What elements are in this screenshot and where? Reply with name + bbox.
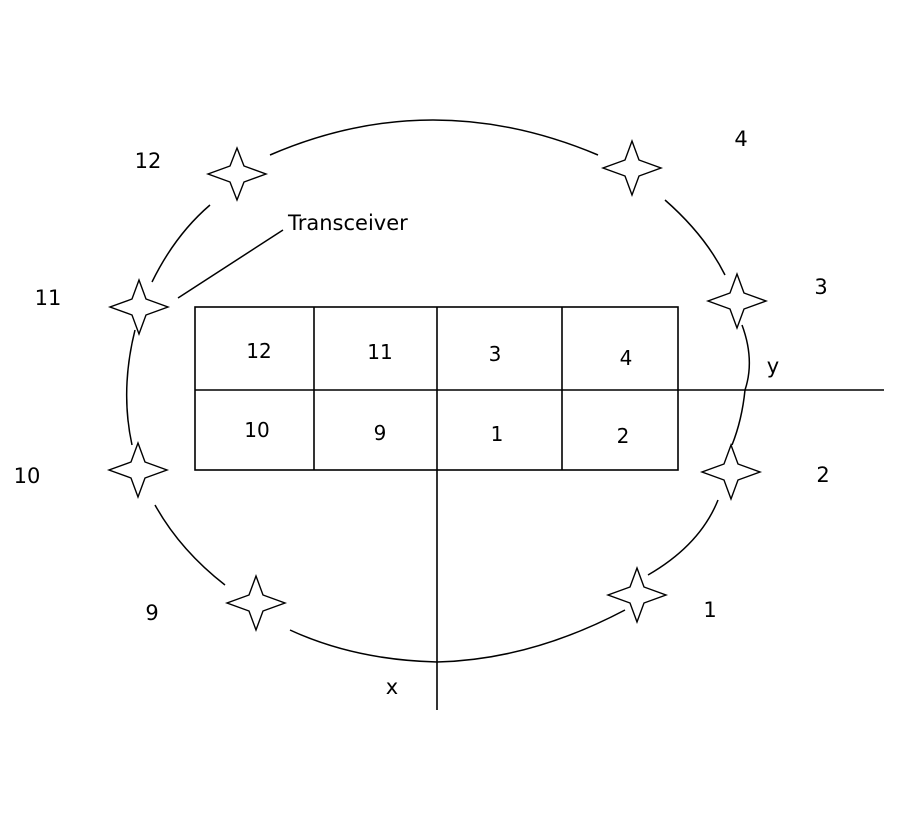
y-axis-label: y	[767, 354, 779, 378]
transceiver-star-icon	[605, 565, 669, 625]
grid-cell-label: 3	[489, 342, 502, 366]
transceiver-number-label: 3	[814, 275, 827, 299]
transceiver-leader-line	[177, 229, 284, 299]
cell-grid	[194, 306, 679, 471]
transceiver-star-icon	[705, 271, 769, 331]
transceiver-star-icon	[205, 146, 269, 202]
transceiver-star-icon	[224, 573, 288, 633]
transceiver-number-label: 2	[816, 463, 829, 487]
transceiver-number-label: 10	[14, 464, 41, 488]
grid-cell-label: 4	[620, 346, 633, 370]
transceiver-number-label: 9	[145, 601, 158, 625]
ring-arc-bottom	[289, 609, 626, 663]
x-axis-label: x	[386, 675, 398, 699]
transceiver-star-icon	[600, 138, 664, 198]
grid-cell-label: 2	[617, 424, 630, 448]
transceiver-star-icon	[699, 442, 763, 502]
transceiver-star-icon	[107, 277, 171, 337]
grid-cell-label: 12	[246, 339, 271, 363]
ring-arc-upper-left	[151, 204, 211, 283]
grid-cell-label: 11	[367, 340, 392, 364]
ring-arc-lower-right	[647, 499, 719, 576]
transceiver-number-label: 4	[734, 127, 747, 151]
transceiver-annotation: Transceiver	[287, 211, 408, 235]
transceiver-number-label: 1	[703, 598, 716, 622]
transceiver-star-icon	[106, 440, 170, 500]
grid-cell-label: 9	[374, 421, 387, 445]
transceiver-number-label: 12	[135, 149, 162, 173]
ring-arc-left	[125, 329, 136, 446]
transceiver-number-label: 11	[35, 286, 62, 310]
grid-cell-label: 10	[244, 418, 269, 442]
ring-arc-lower-left	[154, 504, 226, 586]
ring-arc-upper-right	[664, 199, 726, 276]
ring-arc-right	[731, 324, 751, 446]
grid-cell-label: 1	[491, 422, 504, 446]
ring-arc-top	[269, 119, 599, 156]
